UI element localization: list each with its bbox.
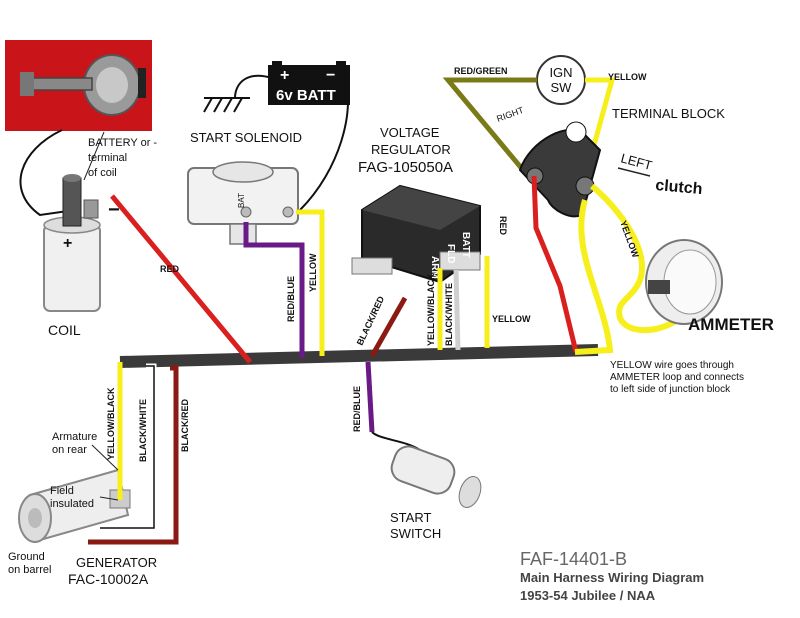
field-label-2: insulated bbox=[50, 498, 94, 510]
diagram-title-2: 1953-54 Jubilee / NAA bbox=[520, 588, 656, 603]
battery-icon bbox=[268, 61, 350, 105]
coil-label: COIL bbox=[48, 322, 81, 338]
black-red-wire-gen bbox=[88, 365, 179, 545]
red-blue-wire-solenoid bbox=[243, 222, 305, 358]
ign-sw-label-2: SW bbox=[551, 80, 573, 95]
battery-terminal-leader bbox=[83, 131, 105, 181]
ground-label-2: on barrel bbox=[8, 564, 51, 576]
distributor-shaft bbox=[29, 77, 93, 91]
start-solenoid-icon bbox=[187, 161, 299, 245]
red-blue-wire-switch bbox=[365, 361, 375, 433]
reg-arm-label: ARM bbox=[429, 256, 440, 279]
clutch-label: clutch bbox=[655, 177, 703, 198]
coil-plus: + bbox=[63, 235, 72, 252]
coil-minus: − bbox=[108, 199, 120, 221]
ammeter-note-3: to left side of junction block bbox=[610, 384, 731, 395]
ground-symbol-icon bbox=[203, 97, 250, 113]
left-arrow-icon bbox=[617, 167, 651, 177]
battery-terminal-label-3: of coil bbox=[88, 167, 117, 179]
battery-label: 6v BATT bbox=[276, 87, 336, 104]
red-green-wire bbox=[442, 77, 537, 178]
distributor-image bbox=[5, 40, 152, 131]
red-wire-terminal-block bbox=[531, 175, 579, 353]
yellow-wire-terminal-block bbox=[574, 199, 614, 355]
ign-sw-label-1: IGN bbox=[549, 65, 572, 80]
field-label-1: Field bbox=[50, 485, 74, 497]
reg-fld-label: FLD bbox=[445, 244, 456, 263]
black-red-wire-reg bbox=[369, 296, 408, 358]
generator-label-1: GENERATOR bbox=[76, 555, 157, 570]
armature-label-1: Armature bbox=[52, 431, 97, 443]
wire-label-yellow-solenoid: YELLOW bbox=[308, 253, 318, 292]
solenoid-bat-label: BAT bbox=[237, 193, 246, 208]
generator-label-2: FAC-10002A bbox=[68, 571, 149, 587]
part-number-label: FAF-14401-B bbox=[520, 549, 627, 569]
wire-label-red-blue-solenoid: RED/BLUE bbox=[286, 276, 296, 322]
wire-label-yellow-reg: YELLOW bbox=[492, 314, 531, 324]
wire-label-red-blue-switch: RED/BLUE bbox=[352, 386, 362, 432]
voltage-regulator-label-1: VOLTAGE bbox=[380, 125, 440, 140]
terminal-block-label: TERMINAL BLOCK bbox=[612, 106, 725, 121]
wire-label-black-white-reg: BLACK/WHITE bbox=[444, 283, 454, 346]
ammeter-note-2: AMMETER loop and connects bbox=[610, 372, 744, 383]
field-leader bbox=[99, 496, 119, 501]
ammeter-note-1: YELLOW wire goes through bbox=[610, 360, 734, 371]
wire-label-red-green: RED/GREEN bbox=[454, 66, 508, 76]
wire-label-yellow-ign: YELLOW bbox=[608, 72, 647, 82]
coil-icon bbox=[43, 174, 101, 312]
ammeter-label: AMMETER bbox=[688, 315, 774, 334]
distributor-gear bbox=[20, 72, 34, 96]
voltage-regulator-icon bbox=[351, 184, 481, 284]
wire-label-black-white-gen: BLACK/WHITE bbox=[138, 399, 148, 462]
terminal-block-icon bbox=[518, 121, 602, 218]
wire-label-red-tb: RED bbox=[498, 216, 508, 236]
battery-minus: − bbox=[326, 67, 335, 84]
wire-label-yellow-black-reg: YELLOW/BLACK bbox=[426, 273, 436, 346]
diagram-title-1: Main Harness Wiring Diagram bbox=[520, 570, 704, 585]
voltage-regulator-label-2: REGULATOR bbox=[371, 142, 451, 157]
reg-batt-label: BATT bbox=[460, 232, 471, 258]
distributor-cap-center bbox=[96, 67, 128, 103]
ammeter-icon bbox=[645, 239, 723, 325]
distributor-clamp bbox=[138, 68, 146, 98]
battery-terminal-label-1: BATTERY or - bbox=[88, 137, 157, 149]
start-switch-icon bbox=[390, 445, 482, 508]
armature-label-2: on rear bbox=[52, 444, 87, 456]
wire-label-black-red-gen: BLACK/RED bbox=[180, 399, 190, 452]
battery-plus: + bbox=[280, 67, 289, 84]
right-label: RIGHT bbox=[495, 105, 525, 124]
black-white-wire-reg bbox=[453, 269, 461, 351]
battery-ground-wire bbox=[234, 74, 273, 99]
yellow-wire-solenoid bbox=[296, 209, 325, 356]
start-switch-label-1: START bbox=[390, 510, 431, 525]
wire-label-red-coil: RED bbox=[160, 264, 180, 274]
distributor-coil-wire bbox=[19, 129, 76, 217]
voltage-regulator-label-3: FAG-105050A bbox=[358, 159, 453, 176]
black-white-wire-gen-outline bbox=[100, 365, 155, 529]
start-switch-label-2: SWITCH bbox=[390, 526, 441, 541]
red-wire-coil bbox=[110, 194, 252, 364]
generator-icon bbox=[18, 468, 131, 543]
wire-label-yellow-black-gen: YELLOW/BLACK bbox=[106, 387, 116, 460]
armature-leader bbox=[91, 444, 119, 471]
battery-terminal-label-2: terminal bbox=[88, 152, 127, 164]
ground-label-1: Ground bbox=[8, 551, 45, 563]
main-harness bbox=[119, 344, 599, 368]
start-solenoid-label: START SOLENOID bbox=[190, 130, 302, 145]
